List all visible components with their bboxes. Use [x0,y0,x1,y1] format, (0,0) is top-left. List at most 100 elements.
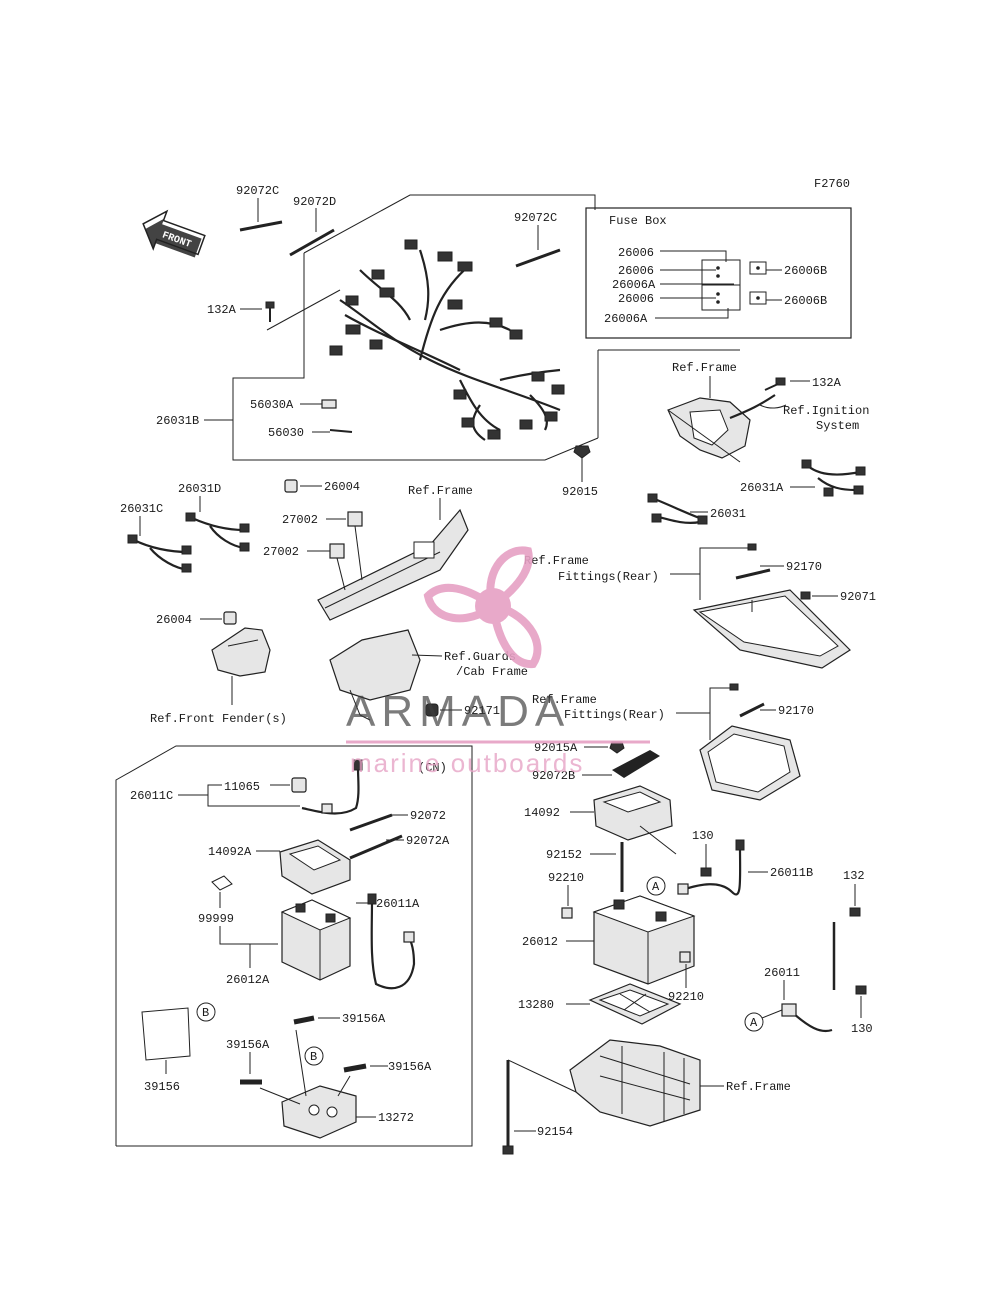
label-92015A: 92015A [534,741,578,755]
armada-watermark-logo: ARMADA marine outboards [346,546,650,778]
nut-92015A [609,741,625,754]
label-26031A: 26031A [740,481,784,495]
nut-92015 [573,445,591,459]
label-99999: 99999 [198,912,234,926]
label-26031C: 26031C [120,502,163,516]
label-26011A: 26011A [376,897,420,911]
label-26011C: 26011C [130,789,173,803]
label-92170-b: 92170 [778,704,814,718]
frame-bracket-top [667,397,751,463]
ref-frame-mid-label: Ref.Frame [408,484,473,498]
cable-tie-92072C-top [239,220,283,232]
label-39156A-a: 39156A [342,1012,386,1026]
label-92152: 92152 [546,848,582,862]
label-plate-99999 [211,875,233,891]
bolt-92170-b [729,683,765,718]
cn-inset: (CN) [115,745,473,1147]
label-92072A: 92072A [406,834,450,848]
clamp-56030 [329,429,353,433]
pad-39156A-c [343,1063,367,1073]
callout-A-1-label: A [652,880,660,894]
label-26031: 26031 [710,507,746,521]
label-92072B: 92072B [532,769,575,783]
label-92072C-right: 92072C [514,211,557,225]
fuse-label-26006-2: 26006 [618,264,654,278]
ref-front-fender-label: Ref.Front Fender(s) [150,712,287,726]
label-14092: 14092 [524,806,560,820]
label-130-a: 130 [692,829,714,843]
guards-cab-frame [329,629,421,721]
cable-26011 [781,922,836,1033]
callout-B-2-label: B [310,1050,317,1064]
sub-harness-26031A [801,459,866,497]
bolt-130-b [855,985,867,995]
label-13272: 13272 [378,1111,414,1125]
battery-cable-26011C [301,759,363,815]
clip-26004-top [284,479,298,493]
rod-92154 [502,1060,514,1155]
fuse-label-26006A-1: 26006A [612,278,656,292]
fuse-label-26006B-2: 26006B [784,294,827,308]
callout-A-2-label: A [750,1016,758,1030]
cable-tie-92072C-right [515,248,561,268]
bolt-132 [849,907,861,917]
label-132A-right: 132A [812,376,842,390]
battery-cable-26011B [677,839,745,896]
label-56030: 56030 [268,426,304,440]
label-92171: 92171 [464,704,500,718]
battery-cable-26011A [367,893,416,990]
label-26031B: 26031B [156,414,199,428]
ref-frame-fittings-2-label-a: Ref.Frame [532,693,597,707]
label-39156A-b: 39156A [226,1038,270,1052]
ref-frame-fittings-1-label-b: Fittings(Rear) [558,570,659,584]
cap-11065 [291,777,307,793]
label-13280: 13280 [518,998,554,1012]
label-130-b: 130 [851,1022,873,1036]
label-14092A: 14092A [208,845,252,859]
label-92154: 92154 [537,1125,573,1139]
label-27002-a: 27002 [282,513,318,527]
label-92071: 92071 [840,590,876,604]
battery-holder-14092A [279,839,351,895]
clamp-56030A [321,399,337,409]
battery-tray-13280 [588,983,682,1025]
label-39156A-c: 39156A [388,1060,432,1074]
ref-frame-top-label: Ref.Frame [672,361,737,375]
bolt-132A-right [764,377,786,391]
label-132: 132 [843,869,865,883]
callout-B-2 [304,1046,324,1066]
battery-holder-14092 [593,785,677,855]
label-92072C-top: 92072C [236,184,279,198]
fuse-box-title: Fuse Box [609,214,667,228]
fuse-box-inset: Fuse Box 26006 26006 26006A 26006 26006A… [585,207,852,339]
battery-tray-13272 [281,1085,357,1139]
callout-A-2 [744,1012,764,1032]
label-56030A: 56030A [250,398,294,412]
figure-code: F2760 [814,177,850,191]
callout-B-1-label: B [202,1006,209,1020]
fuse-label-26006A-2: 26006A [604,312,648,326]
propeller-icon [423,546,542,669]
ref-ignition-label-1: Ref.Ignition [783,404,869,418]
sub-harness-26031C [127,534,192,573]
sub-harness-26031 [647,493,708,525]
front-fender-bracket [211,627,271,705]
cable-tie-92072A [349,834,403,860]
nut-92210-b [679,951,691,963]
ref-ignition-label-2: System [816,419,859,433]
label-26011: 26011 [764,966,800,980]
nut-92210-a [561,907,573,919]
main-wire-harness [329,239,565,441]
label-92170-a: 92170 [786,560,822,574]
sub-harness-26031D [185,512,250,552]
watermark-tagline: marine outboards [350,748,584,778]
frame-bottom [569,1039,701,1127]
callout-A-1 [646,876,666,896]
bolt-132A-left [265,301,275,322]
ref-frame-fittings-2-label-b: Fittings(Rear) [564,708,665,722]
fuse-label-26006-3: 26006 [618,292,654,306]
cn-inset-label: (CN) [418,761,447,775]
label-11065: 11065 [224,780,260,794]
nut-92071 [800,591,811,600]
